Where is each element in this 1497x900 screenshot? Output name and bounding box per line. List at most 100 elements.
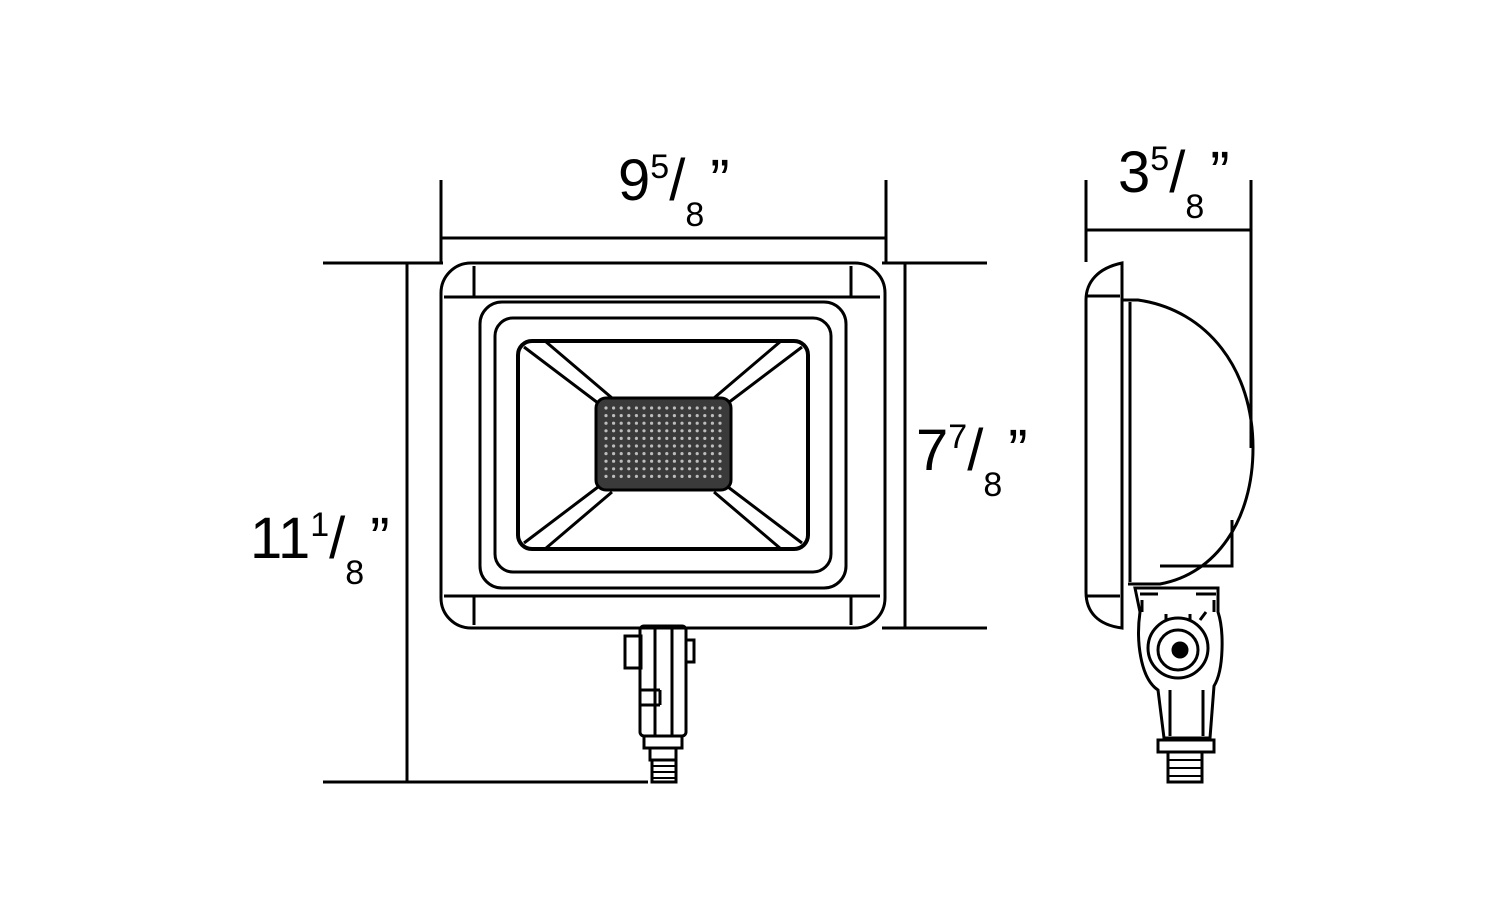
- width-numerator: 5: [650, 148, 670, 186]
- led-dot: [627, 421, 631, 425]
- side-dimension-lines: [1084, 180, 1253, 448]
- led-dot: [688, 436, 692, 440]
- led-dot: [642, 474, 646, 478]
- led-dot: [710, 452, 715, 456]
- led-dot: [672, 444, 677, 448]
- knuckle-screw: [623, 634, 643, 670]
- side-thread-lines: [1168, 759, 1202, 777]
- led-dot: [604, 452, 608, 456]
- knuckle-front: [638, 624, 688, 738]
- led-dot: [695, 452, 699, 456]
- led-dot: [710, 406, 715, 410]
- led-dot: [688, 467, 692, 471]
- led-dot: [650, 452, 654, 456]
- led-dot: [657, 429, 661, 433]
- width-whole: 9: [618, 148, 651, 213]
- led-dot: [672, 436, 677, 440]
- led-dot: [665, 459, 669, 463]
- led-dot: [672, 459, 677, 463]
- led-dot: [612, 429, 616, 433]
- led-dot: [710, 436, 715, 440]
- led-dot: [634, 459, 639, 463]
- led-dot: [703, 467, 707, 471]
- side-knuckle-lines: [1164, 611, 1208, 736]
- led-dot: [680, 421, 684, 425]
- led-dot: [657, 452, 661, 456]
- depth-numerator: 5: [1150, 140, 1170, 178]
- led-dot: [612, 444, 616, 448]
- led-dot: [703, 452, 707, 456]
- led-dot: [688, 474, 692, 478]
- led-dot: [665, 452, 669, 456]
- led-dot: [718, 459, 722, 463]
- led-dot: [710, 429, 715, 433]
- led-dot: [642, 459, 646, 463]
- led-dot: [657, 467, 661, 471]
- led-dot: [619, 452, 623, 456]
- led-dot: [604, 429, 608, 433]
- led-dot: [627, 459, 631, 463]
- led-dot: [634, 414, 639, 418]
- led-dot: [688, 452, 692, 456]
- led-dot: [657, 444, 661, 448]
- led-dot: [634, 452, 639, 456]
- led-dot: [642, 414, 646, 418]
- led-dot: [695, 444, 699, 448]
- led-dot: [710, 459, 715, 463]
- led-dot: [680, 429, 684, 433]
- body-height-numerator: 7: [948, 418, 968, 456]
- led-dot: [672, 452, 677, 456]
- led-dot: [650, 436, 654, 440]
- led-dot: [695, 406, 699, 410]
- overall-height-whole: 11: [250, 506, 311, 571]
- lens-ribs: [523, 339, 803, 551]
- led-dot: [718, 474, 722, 478]
- led-dot: [672, 429, 677, 433]
- led-dot: [612, 414, 616, 418]
- led-dot: [604, 467, 608, 471]
- led-dot: [710, 467, 715, 471]
- led-dot: [665, 414, 669, 418]
- led-dot: [627, 444, 631, 448]
- led-dot: [665, 421, 669, 425]
- led-dot: [612, 459, 616, 463]
- overall-height-unit: ”: [370, 506, 390, 571]
- led-dot: [703, 414, 707, 418]
- led-dot: [650, 421, 654, 425]
- led-dot: [642, 452, 646, 456]
- led-dot: [718, 444, 722, 448]
- led-dot: [665, 406, 669, 410]
- knuckle-detail: [640, 626, 674, 735]
- led-dot: [650, 444, 654, 448]
- side-knuckle-body: [1133, 586, 1224, 740]
- led-dot: [650, 414, 654, 418]
- led-dot: [627, 436, 631, 440]
- body-height-label: 77/8”: [916, 420, 1028, 502]
- led-dot: [627, 467, 631, 471]
- led-dot: [672, 406, 677, 410]
- depth-unit: ”: [1210, 140, 1230, 205]
- led-dot: [612, 421, 616, 425]
- body-height-slash: /: [967, 418, 984, 483]
- led-dot: [695, 429, 699, 433]
- led-dot: [718, 452, 722, 456]
- led-dot: [680, 444, 684, 448]
- led-dot: [672, 474, 677, 478]
- led-dot: [612, 406, 616, 410]
- led-dot: [627, 406, 631, 410]
- led-dot: [604, 406, 608, 410]
- led-dot: [688, 414, 692, 418]
- led-dot: [680, 436, 684, 440]
- led-dot: [680, 474, 684, 478]
- led-dot: [604, 421, 608, 425]
- led-dot: [642, 444, 646, 448]
- led-array: [594, 396, 733, 492]
- led-dot: [619, 429, 623, 433]
- led-dot: [680, 467, 684, 471]
- width-unit: ”: [710, 148, 730, 213]
- side-collar: [1156, 738, 1216, 754]
- led-dot: [634, 467, 639, 471]
- frame-inner: [493, 316, 833, 574]
- led-dot: [627, 474, 631, 478]
- led-dot: [604, 414, 608, 418]
